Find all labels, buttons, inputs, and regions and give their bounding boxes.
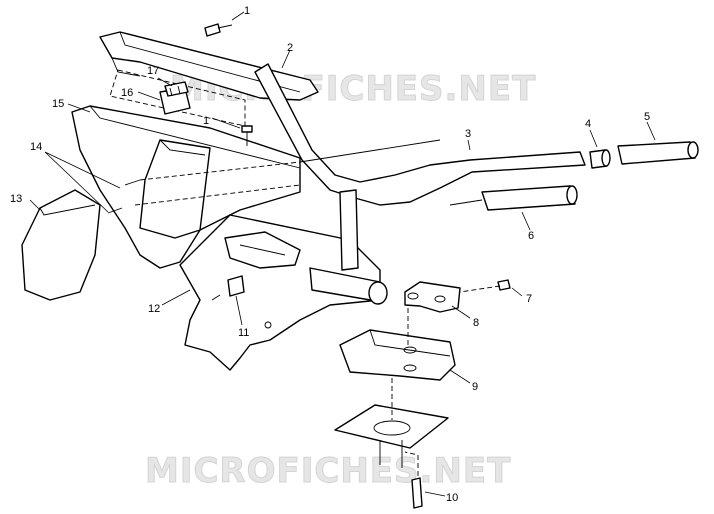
pod-screw-a bbox=[124, 179, 141, 186]
callout-16: 16 bbox=[121, 87, 133, 99]
end-cap bbox=[589, 149, 611, 169]
callout-14: 14 bbox=[30, 141, 42, 153]
bolt-10 bbox=[404, 451, 423, 509]
callout-6: 6 bbox=[528, 230, 534, 242]
handlebar bbox=[254, 63, 586, 305]
callout-1-top: 1 bbox=[244, 5, 250, 17]
steering-plate bbox=[334, 378, 449, 468]
callout-9: 9 bbox=[472, 381, 478, 393]
screw-mid bbox=[241, 125, 253, 146]
callout-10: 10 bbox=[446, 492, 458, 504]
callout-4: 4 bbox=[585, 118, 591, 130]
pod-screw-b bbox=[107, 207, 123, 214]
callout-12: 12 bbox=[148, 303, 160, 315]
callout-1-mid: 1 bbox=[203, 115, 209, 127]
screw-top bbox=[204, 23, 233, 37]
watermark-bottom: MICROFICHES.NET bbox=[145, 451, 511, 491]
right-grip bbox=[617, 141, 699, 165]
callout-15: 15 bbox=[52, 98, 64, 110]
callout-13: 13 bbox=[10, 193, 22, 205]
body-panel bbox=[179, 214, 381, 371]
callout-11: 11 bbox=[238, 327, 249, 339]
lower-clamp bbox=[339, 308, 456, 381]
callout-8: 8 bbox=[473, 317, 479, 329]
callout-7: 7 bbox=[526, 293, 532, 305]
bolt-11 bbox=[211, 275, 245, 301]
callout-5: 5 bbox=[644, 111, 650, 123]
callout-2: 2 bbox=[287, 42, 293, 54]
callout-3: 3 bbox=[465, 128, 471, 140]
headlight-pod bbox=[71, 105, 301, 269]
callout-17: 17 bbox=[147, 65, 159, 77]
leader-lines bbox=[29, 11, 656, 497]
lens-shroud bbox=[21, 189, 101, 301]
switch bbox=[159, 81, 191, 115]
upper-clamp bbox=[404, 281, 461, 313]
nut bbox=[459, 279, 511, 293]
throttle-grip bbox=[449, 185, 578, 211]
